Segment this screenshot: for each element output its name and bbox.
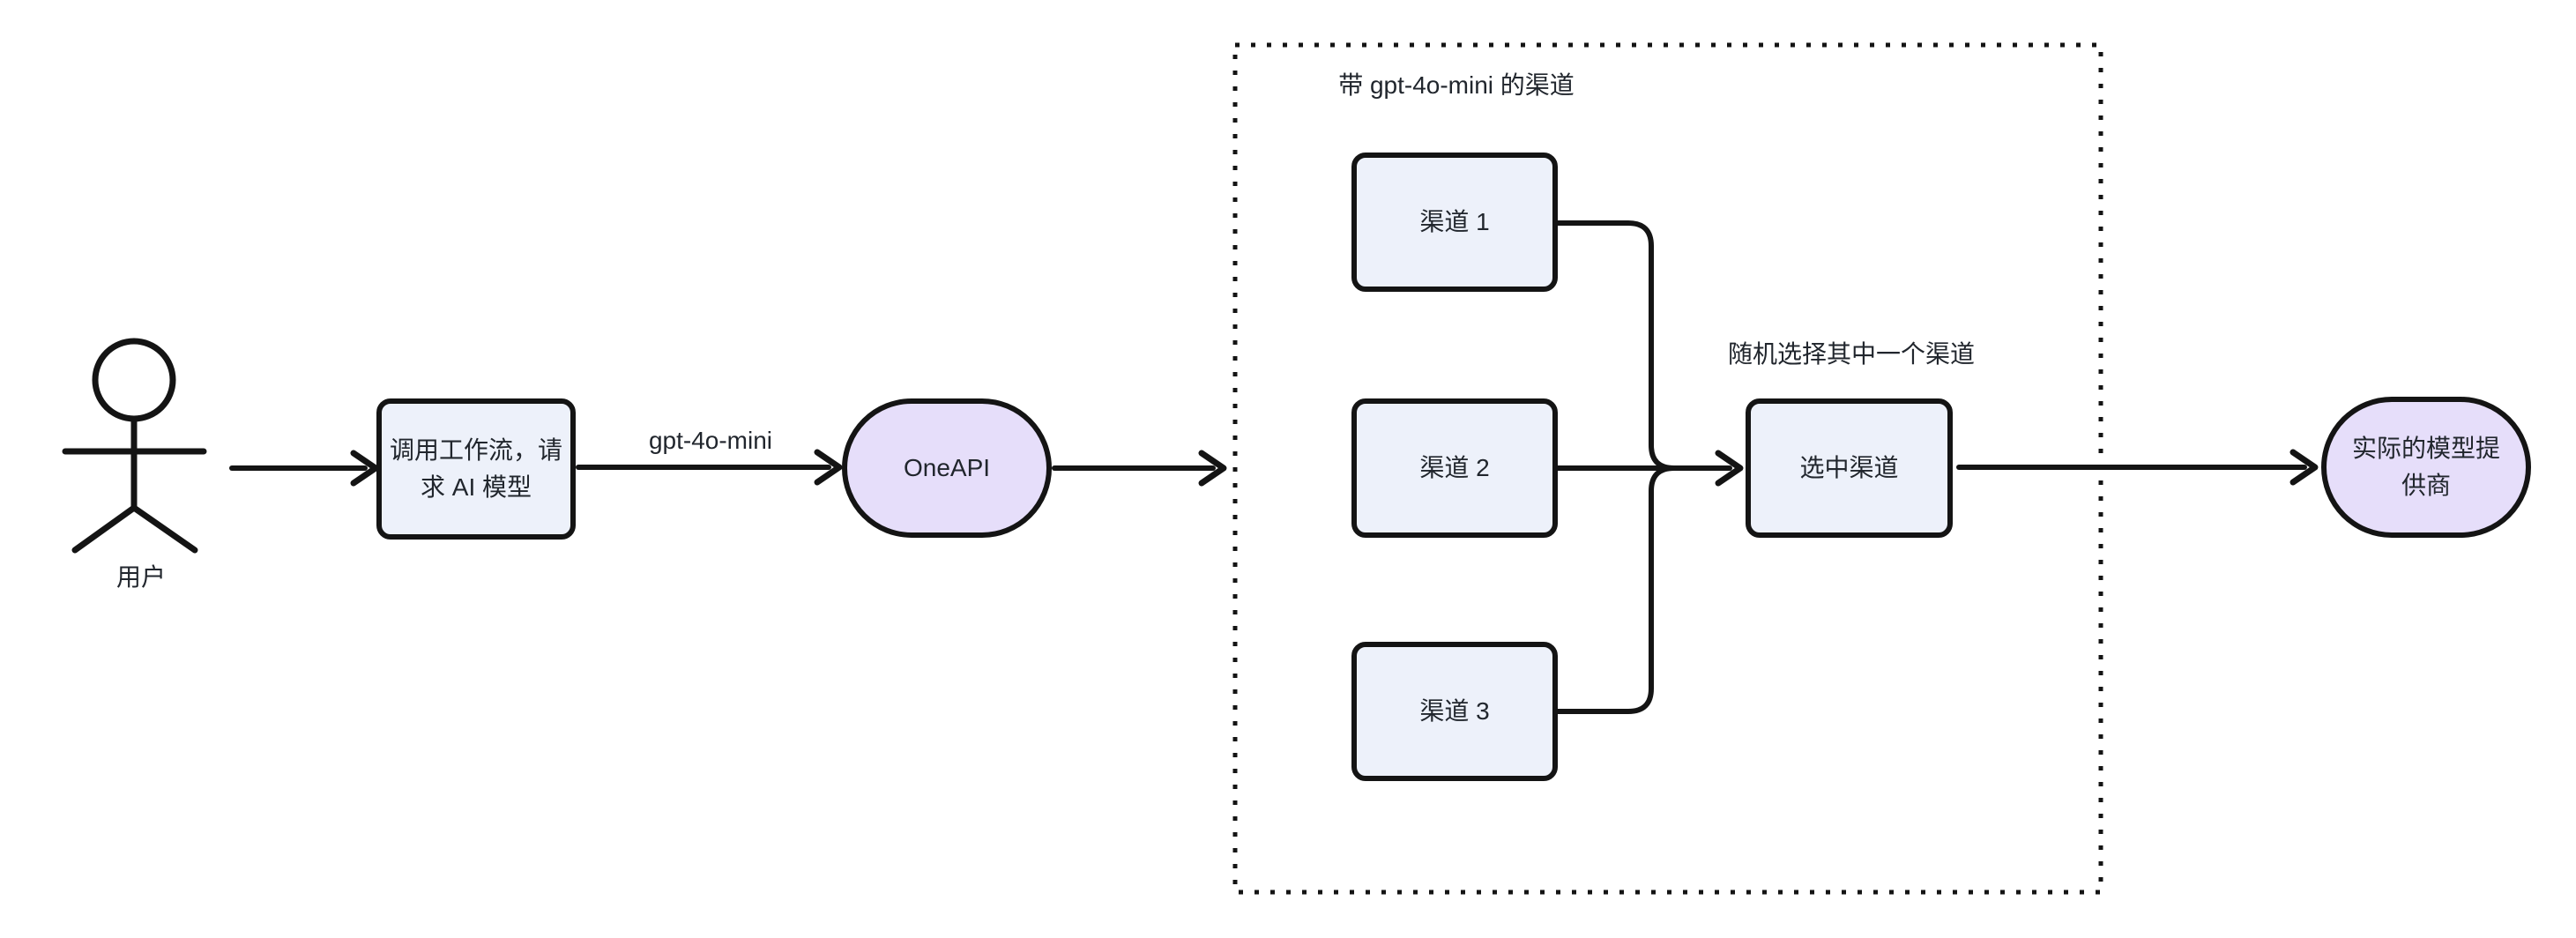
arrowhead-icon bbox=[350, 450, 379, 487]
subgraph-title: 带 gpt-4o-mini 的渠道 bbox=[1338, 71, 1575, 99]
user-actor-icon bbox=[62, 338, 207, 554]
node-selected-channel-label: 选中渠道 bbox=[1799, 454, 1899, 481]
actor-label: 用户 bbox=[115, 563, 166, 591]
edge-label-model: gpt-4o-mini bbox=[648, 427, 773, 454]
arrowhead-icon bbox=[2289, 449, 2319, 486]
node-workflow-label-line1: 调用工作流，请 bbox=[389, 436, 562, 464]
node-selected-channel: 选中渠道 bbox=[1746, 398, 1953, 538]
node-channel-2: 渠道 2 bbox=[1351, 398, 1558, 538]
node-channel-1-label: 渠道 1 bbox=[1419, 208, 1490, 235]
node-provider-label-line2: 供商 bbox=[2401, 472, 2451, 499]
node-oneapi-label: OneAPI bbox=[903, 454, 991, 481]
connector-channel1-merge bbox=[1554, 220, 1677, 471]
actor-leg-left bbox=[71, 504, 138, 554]
node-channel-1: 渠道 1 bbox=[1351, 153, 1558, 292]
node-oneapi: OneAPI bbox=[842, 398, 1052, 538]
node-provider-label-line1: 实际的模型提 bbox=[2351, 435, 2500, 462]
arrowhead-icon bbox=[1715, 450, 1744, 487]
actor-leg-right bbox=[130, 504, 198, 554]
actor-head bbox=[92, 338, 176, 422]
edge-label-random-pick: 随机选择其中一个渠道 bbox=[1727, 340, 1975, 368]
arrowhead-icon bbox=[1198, 450, 1227, 487]
node-channel-3-label: 渠道 3 bbox=[1419, 697, 1490, 725]
node-channel-2-label: 渠道 2 bbox=[1419, 454, 1490, 481]
connector-channel3-merge bbox=[1554, 465, 1677, 714]
node-workflow-label-line2: 求 AI 模型 bbox=[420, 473, 532, 501]
node-workflow: 调用工作流，请 求 AI 模型 bbox=[376, 398, 576, 540]
node-provider: 实际的模型提 供商 bbox=[2321, 397, 2531, 538]
node-channel-3: 渠道 3 bbox=[1351, 642, 1558, 781]
arrowhead-icon bbox=[814, 449, 843, 486]
